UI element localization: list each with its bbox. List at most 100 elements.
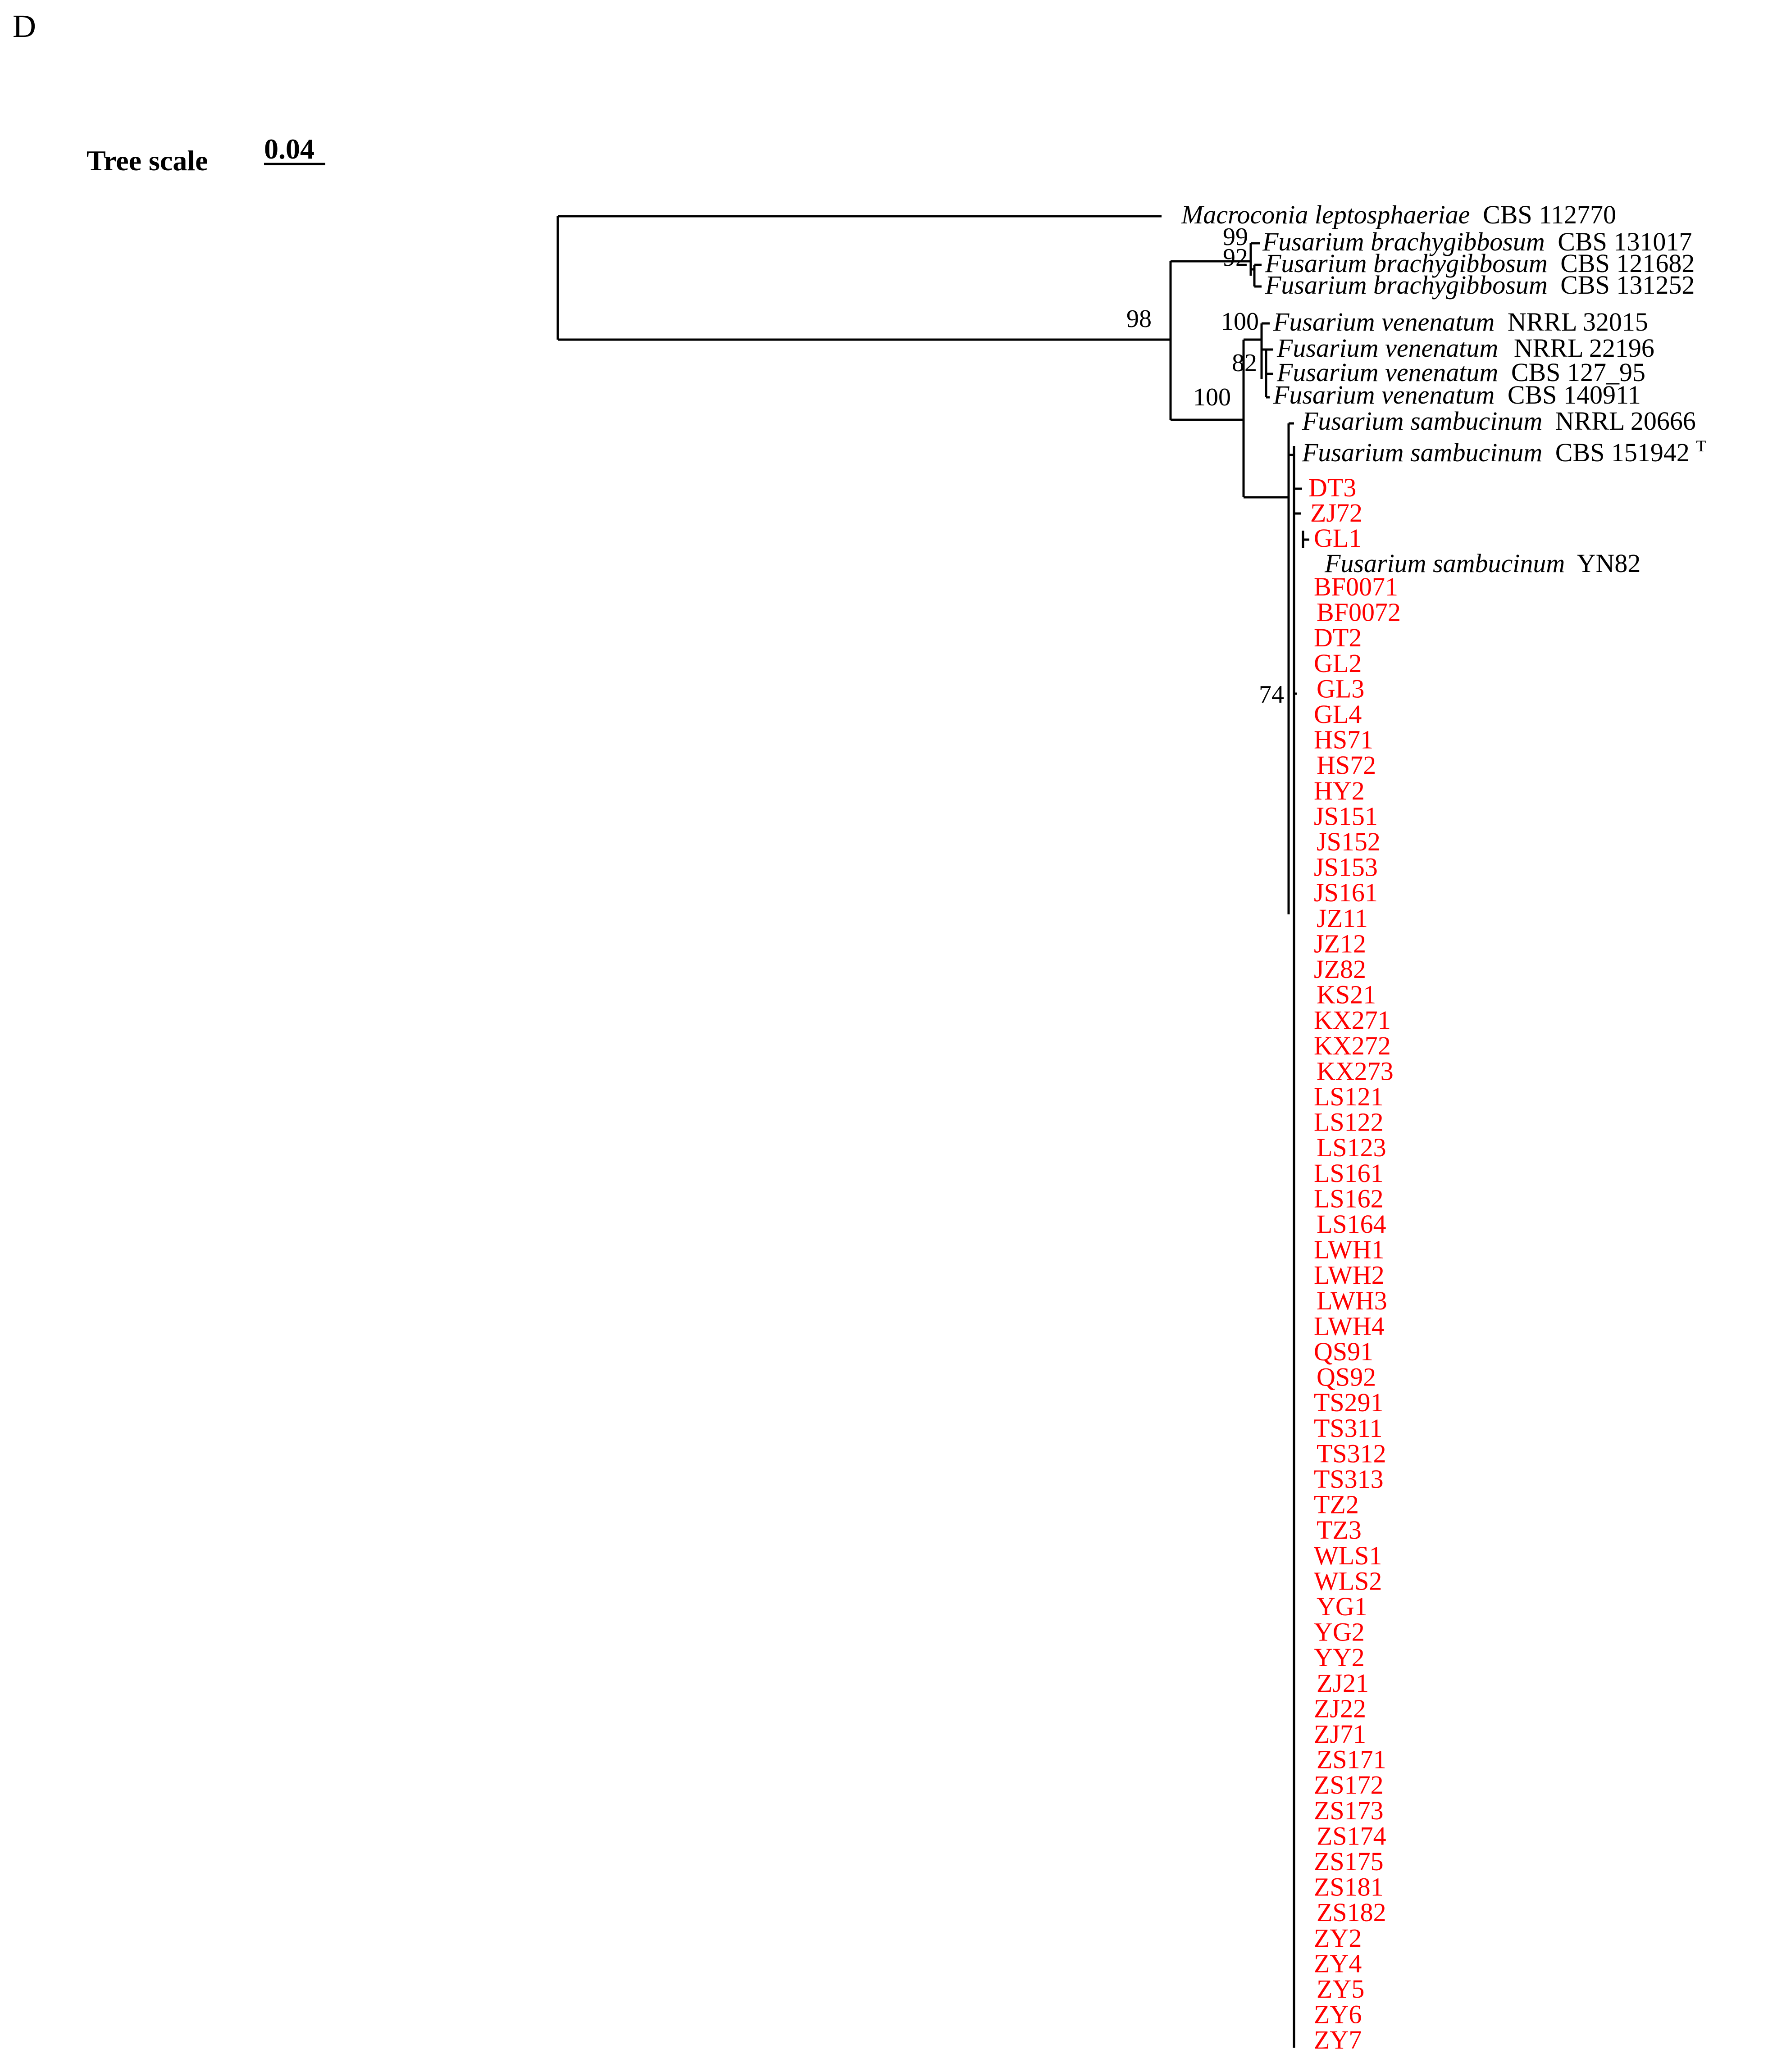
tip-isolate: HS71 xyxy=(1314,725,1373,754)
tip-isolate: TS312 xyxy=(1317,1439,1386,1468)
tip-isolate: LS123 xyxy=(1317,1133,1386,1162)
tip-isolate: ZY6 xyxy=(1314,2000,1362,2029)
tip-isolate: ZJ71 xyxy=(1314,1719,1366,1749)
tip-species: Fusarium sambucinum xyxy=(1302,438,1542,467)
tip-isolate: KX271 xyxy=(1314,1005,1391,1035)
tip-species: Fusarium brachygibbosum xyxy=(1262,227,1545,256)
tip-species: Fusarium brachygibbosum xyxy=(1265,270,1548,300)
tip-isolate: ZS181 xyxy=(1314,1872,1384,1902)
tip-isolate: ZS172 xyxy=(1314,1770,1384,1799)
isolate-tips: BF0071BF0072DT2GL2GL3GL4HS71HS72HY2JS151… xyxy=(1314,572,1401,2054)
support-74: 74 xyxy=(1259,681,1284,709)
tip-outgroup: Macroconia leptosphaeriae CBS 112770 xyxy=(1181,200,1616,229)
tip-isolate: LWH1 xyxy=(1314,1235,1385,1264)
tip-isolate: ZS175 xyxy=(1314,1847,1384,1876)
tip-venenatum-4: Fusarium venenatum CBS 140911 xyxy=(1273,380,1641,409)
tip-isolate: WLS1 xyxy=(1314,1541,1382,1570)
tip-strain: CBS 131252 xyxy=(1560,270,1695,300)
tip-isolate: LS164 xyxy=(1317,1209,1386,1239)
tip-strain: CBS 151942 xyxy=(1555,438,1690,467)
support-100-outer: 100 xyxy=(1193,383,1231,411)
tip-strain: NRRL 32015 xyxy=(1508,307,1648,336)
panel-label: D xyxy=(13,8,36,44)
tip-isolate: JS152 xyxy=(1317,827,1381,856)
tip-isolate: LWH4 xyxy=(1314,1311,1385,1340)
tip-brachy-3: Fusarium brachygibbosum CBS 131252 xyxy=(1265,270,1695,300)
tip-isolate: JS151 xyxy=(1314,801,1378,831)
tip-isolate: ZJ22 xyxy=(1314,1694,1366,1723)
tip-isolate: TS313 xyxy=(1314,1464,1384,1494)
tip-isolate: JS161 xyxy=(1314,878,1378,907)
tip-isolate: ZS171 xyxy=(1317,1745,1386,1774)
support-98: 98 xyxy=(1126,305,1152,333)
support-99: 99 xyxy=(1223,223,1248,251)
tip-species: Fusarium brachygibbosum xyxy=(1265,249,1548,278)
tip-species: Fusarium venenatum xyxy=(1276,358,1498,387)
tip-superscript: T xyxy=(1696,437,1706,455)
tip-strain: YN82 xyxy=(1577,549,1641,578)
tip-isolate: ZY4 xyxy=(1314,1949,1362,1978)
tip-isolate: TZ2 xyxy=(1314,1490,1359,1519)
tip-isolate: ZJ72 xyxy=(1310,498,1362,527)
tip-isolate: QS91 xyxy=(1314,1337,1373,1366)
tip-strain: CBS 112770 xyxy=(1483,200,1616,229)
tip-isolate: YG1 xyxy=(1317,1592,1367,1621)
tip-isolate: YY2 xyxy=(1314,1643,1365,1672)
tip-isolate: DT3 xyxy=(1308,473,1356,502)
tip-sambucinum-1: Fusarium sambucinum NRRL 20666 xyxy=(1302,406,1696,436)
tip-isolate: BF0071 xyxy=(1314,572,1398,601)
tip-isolate: LS121 xyxy=(1314,1082,1384,1111)
tree-scale-label: Tree scale xyxy=(87,145,208,177)
tree-scale-value: 0.04 xyxy=(264,133,314,165)
tip-isolate: ZS182 xyxy=(1317,1898,1386,1927)
tip-isolate: ZY7 xyxy=(1314,2025,1362,2054)
tip-isolate: QS92 xyxy=(1317,1363,1376,1392)
tip-isolate: GL2 xyxy=(1314,649,1362,678)
tip-species: Fusarium venenatum xyxy=(1276,333,1498,363)
tip-isolate: GL4 xyxy=(1314,700,1362,729)
tip-isolate: KX273 xyxy=(1317,1056,1394,1086)
tip-sambucinum-yn82: Fusarium sambucinum YN82 xyxy=(1324,549,1640,578)
tip-isolate: ZS174 xyxy=(1317,1821,1386,1850)
tip-isolate: LWH3 xyxy=(1317,1286,1387,1315)
tip-venenatum-1: Fusarium venenatum NRRL 32015 xyxy=(1273,307,1648,336)
tip-isolate: YG2 xyxy=(1314,1618,1365,1647)
tree-branches xyxy=(556,215,1309,2048)
tip-isolate: LS162 xyxy=(1314,1184,1384,1213)
tip-isolate: ZY2 xyxy=(1314,1923,1362,1953)
tip-venenatum-3: Fusarium venenatum CBS 127_95 xyxy=(1276,358,1645,387)
tip-isolate: ZS173 xyxy=(1314,1796,1384,1825)
support-100-venenatum: 100 xyxy=(1221,308,1259,336)
tip-sambucinum-2: Fusarium sambucinum CBS 151942 T xyxy=(1302,437,1706,467)
tip-isolate: HS72 xyxy=(1317,750,1376,780)
tip-strain: NRRL 22196 xyxy=(1514,333,1654,363)
support-values: 98 100 99 92 100 82 74 xyxy=(1126,223,1284,709)
tip-strain: CBS 127_95 xyxy=(1511,358,1645,387)
tip-isolate: ZY5 xyxy=(1317,1974,1364,2004)
tip-isolate: GL1 xyxy=(1314,523,1362,553)
tip-strain: CBS 121682 xyxy=(1560,249,1695,278)
tip-isolate: LS122 xyxy=(1314,1108,1384,1137)
support-92: 92 xyxy=(1223,244,1248,272)
tip-isolate: WLS2 xyxy=(1314,1566,1382,1595)
tip-species: Fusarium venenatum xyxy=(1273,307,1495,336)
tip-isolate: TS291 xyxy=(1314,1388,1384,1417)
tip-isolate: JS153 xyxy=(1314,853,1378,882)
tip-species: Fusarium sambucinum xyxy=(1324,549,1565,578)
tip-isolate: LWH2 xyxy=(1314,1260,1385,1290)
tip-isolate: ZJ21 xyxy=(1317,1668,1369,1698)
tip-species: Macroconia leptosphaeriae xyxy=(1181,200,1470,229)
tip-species: Fusarium venenatum xyxy=(1273,380,1495,409)
tip-isolate: JZ12 xyxy=(1314,929,1366,958)
tip-isolate: JZ82 xyxy=(1314,954,1366,984)
tip-species: Fusarium sambucinum xyxy=(1302,406,1542,436)
tip-isolate: JZ11 xyxy=(1317,904,1368,933)
tip-strain: CBS 131017 xyxy=(1558,227,1692,256)
tip-venenatum-2: Fusarium venenatum NRRL 22196 xyxy=(1276,333,1654,363)
tip-isolate: TZ3 xyxy=(1317,1515,1362,1545)
tip-isolate: KS21 xyxy=(1317,980,1376,1009)
tip-isolate: LS161 xyxy=(1314,1159,1384,1188)
support-82: 82 xyxy=(1232,349,1257,377)
tip-isolate: TS311 xyxy=(1314,1413,1383,1443)
